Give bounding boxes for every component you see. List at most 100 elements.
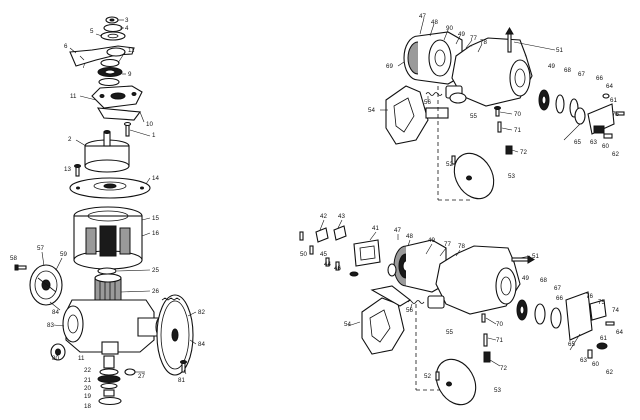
part-label: 2 <box>68 136 72 143</box>
part-label: 84 <box>52 309 59 316</box>
part-label: 77 <box>470 35 477 42</box>
disc-53-top <box>451 152 495 200</box>
part-label: 56 <box>406 307 413 314</box>
washer-stack <box>97 58 123 87</box>
screw-58 <box>14 264 27 271</box>
part-label: 7 <box>82 63 86 70</box>
part-label: 82 <box>198 309 205 316</box>
part-label: 72 <box>500 365 507 372</box>
part-label: 5 <box>90 28 94 35</box>
part-label: 55 <box>470 113 477 120</box>
bearing-25 <box>97 267 117 275</box>
upper-housing <box>84 130 130 173</box>
part-label: 51 <box>556 47 563 54</box>
part-label: 19 <box>84 393 91 400</box>
part-label: 68 <box>540 277 547 284</box>
saw-blade <box>156 294 194 376</box>
part-label: 83 <box>47 322 54 329</box>
screw-1 <box>123 121 132 137</box>
clips-42-43 <box>299 225 347 243</box>
fasteners-70-72-bottom <box>481 313 491 363</box>
fasteners-70-72 <box>494 106 513 155</box>
handle-54-bottom <box>361 285 411 355</box>
clamp-plate-bottom <box>565 291 615 359</box>
part-label: 3 <box>125 17 129 24</box>
screw-13 <box>74 164 81 177</box>
left-assembly-labels: 3456711911101213141516575859252684838082… <box>10 17 205 410</box>
cam-plate <box>91 85 143 121</box>
part-label: 80 <box>52 355 59 362</box>
part-label: 64 <box>606 83 613 90</box>
part-label: 45 <box>320 251 327 258</box>
spring-56-bottom <box>407 300 425 304</box>
part-label: 27 <box>138 373 145 380</box>
part-label: 15 <box>152 215 159 222</box>
pin-51-bottom <box>511 255 535 264</box>
part-label: 1 <box>152 132 156 139</box>
lower-shaft-stack <box>97 355 136 406</box>
part-label: 67 <box>554 285 561 292</box>
clamp-plate-top <box>587 93 625 139</box>
handle-54 <box>385 85 449 145</box>
part-label: 11 <box>128 47 135 54</box>
washers-right-top <box>538 89 586 125</box>
knob-80 <box>50 343 66 361</box>
part-label: 44 <box>324 261 331 268</box>
part-label: 26 <box>152 288 159 295</box>
part-label: 62 <box>606 369 613 376</box>
part-label: 54 <box>368 107 375 114</box>
part-label: 11 <box>70 93 77 100</box>
part-label: 65 <box>574 139 581 146</box>
screws-44-46 <box>309 245 359 277</box>
part-label: 62 <box>612 151 619 158</box>
disc-53-bottom <box>435 358 477 406</box>
part-label: 48 <box>406 233 413 240</box>
part-label: 63 <box>580 357 587 364</box>
part-label: 47 <box>419 13 426 20</box>
part-label: 71 <box>514 127 521 134</box>
part-label: 81 <box>178 377 185 384</box>
part-label: 53 <box>508 173 515 180</box>
right-bottom-assembly <box>299 219 615 406</box>
top-nut <box>100 16 126 41</box>
part-label: 42 <box>320 213 327 220</box>
part-label: 58 <box>10 255 17 262</box>
part-label: 66 <box>596 75 603 82</box>
armature-bottom <box>387 239 447 293</box>
part-label: 76 <box>612 111 619 118</box>
part-label: 72 <box>520 149 527 156</box>
pin-51 <box>505 27 514 53</box>
part-label: 69 <box>386 63 393 70</box>
screw-81 <box>180 360 187 373</box>
part-label: 25 <box>152 267 159 274</box>
part-label: 14 <box>152 175 159 182</box>
right-top-assembly <box>380 17 625 201</box>
right-top-leader-lines <box>380 17 581 153</box>
part-label: 51 <box>532 253 539 260</box>
part-label: 53 <box>494 387 501 394</box>
part-label: 76 <box>586 293 593 300</box>
main-casting-bottom <box>427 245 521 315</box>
part-label: 61 <box>600 335 607 342</box>
part-label: 59 <box>60 251 67 258</box>
part-label: 60 <box>602 143 609 150</box>
part-label: 78 <box>458 243 465 250</box>
part-label: 6 <box>64 43 68 50</box>
part-label: 11 <box>78 355 85 362</box>
part-label: 60 <box>592 361 599 368</box>
part-label: 47 <box>394 227 401 234</box>
part-label: 49 <box>458 31 465 38</box>
part-label: 4 <box>125 25 129 32</box>
part-label: 16 <box>152 230 159 237</box>
part-label: 21 <box>84 377 91 384</box>
left-leader-lines <box>41 19 197 375</box>
part-label: 75 <box>598 299 605 306</box>
part-label: 48 <box>431 19 438 26</box>
part-label: 22 <box>84 367 91 374</box>
gear-housing <box>62 299 165 355</box>
part-label: 61 <box>610 97 617 104</box>
part-label: 49 <box>522 275 529 282</box>
part-label: 20 <box>84 385 91 392</box>
part-label: 63 <box>590 139 597 146</box>
end-cap-57 <box>29 264 63 306</box>
